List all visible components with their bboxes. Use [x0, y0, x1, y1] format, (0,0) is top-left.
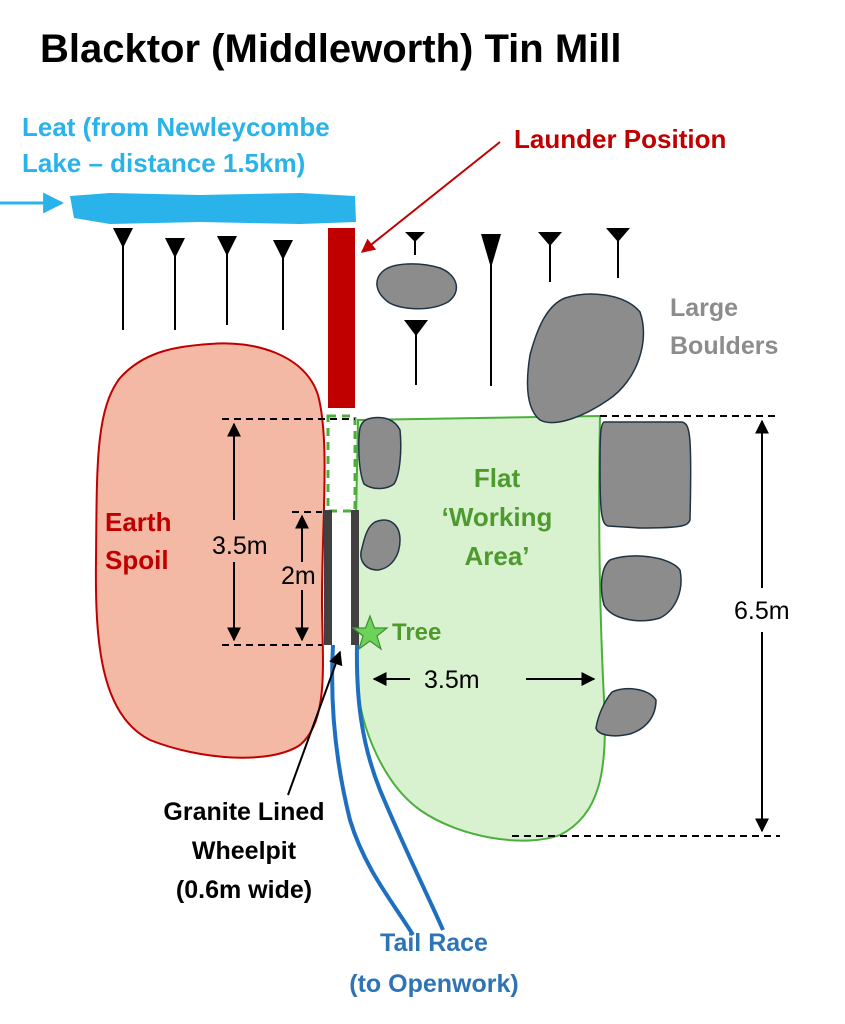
boulders-label-line2: Boulders: [670, 332, 778, 360]
dim-label-area-width: 3.5m: [424, 666, 480, 694]
flat-area-label-line3: Area’: [464, 541, 529, 571]
wheelpit-label-line3: (0.6m wide): [176, 876, 312, 904]
boulder: [600, 555, 682, 622]
dim-label-wheelpit-depth: 2m: [281, 562, 316, 590]
wheelpit-left-wall: [324, 510, 332, 645]
boulders-label-line1: Large: [670, 294, 738, 322]
wheelpit-right-wall: [351, 510, 359, 645]
boulder: [358, 416, 402, 490]
tail-race-right: [354, 644, 445, 931]
leat-label-line2: Lake – distance 1.5km): [22, 148, 305, 178]
tree-symbol-icon: [273, 240, 293, 330]
leat-channel: [70, 193, 356, 224]
flat-area-label-line1: Flat: [474, 463, 521, 493]
tree-label: Tree: [392, 619, 441, 646]
wheelpit-upper-outline: [326, 414, 357, 513]
flat-working-area: [354, 414, 606, 842]
tree-symbol-icon: [113, 228, 133, 330]
leat-label-line1: Leat (from Newleycombe: [22, 112, 330, 142]
earth-spoil-area: [94, 342, 326, 759]
wheelpit-pointer-arrow: [287, 650, 343, 796]
tree-symbol-icon: [404, 320, 428, 385]
boulder: [599, 421, 692, 529]
launder: [328, 228, 355, 408]
page-title: Blacktor (Middleworth) Tin Mill: [40, 27, 621, 71]
launder-label: Launder Position: [514, 124, 726, 154]
dim-label-area-length: 6.5m: [734, 597, 790, 625]
boulder: [595, 687, 657, 737]
tail-race-label-line1: Tail Race: [380, 929, 488, 957]
flat-area-label-line2: ‘Working: [442, 502, 553, 532]
tree-symbol-icon: [538, 232, 562, 282]
earth-spoil-label-line2: Spoil: [105, 545, 169, 575]
star-icon: [351, 614, 389, 651]
tree-symbol-icon: [405, 232, 425, 255]
wheelpit-label-line1: Granite Lined: [163, 798, 324, 826]
wheelpit-label-line2: Wheelpit: [192, 837, 297, 865]
tail-race-left: [330, 644, 415, 937]
tree-symbol-icon: [481, 234, 501, 386]
launder-pointer-arrow: [360, 141, 501, 253]
boulder: [360, 519, 401, 571]
tree-symbol-icon: [165, 238, 185, 330]
tail-race-label-line2: (to Openwork): [349, 970, 518, 998]
tree-symbol-icon: [217, 236, 237, 325]
boulder: [376, 263, 458, 310]
dim-label-wheelpit-length: 3.5m: [212, 532, 268, 560]
earth-spoil-label-line1: Earth: [105, 507, 171, 537]
tree-symbol-icon: [606, 228, 630, 278]
boulder: [526, 293, 645, 424]
